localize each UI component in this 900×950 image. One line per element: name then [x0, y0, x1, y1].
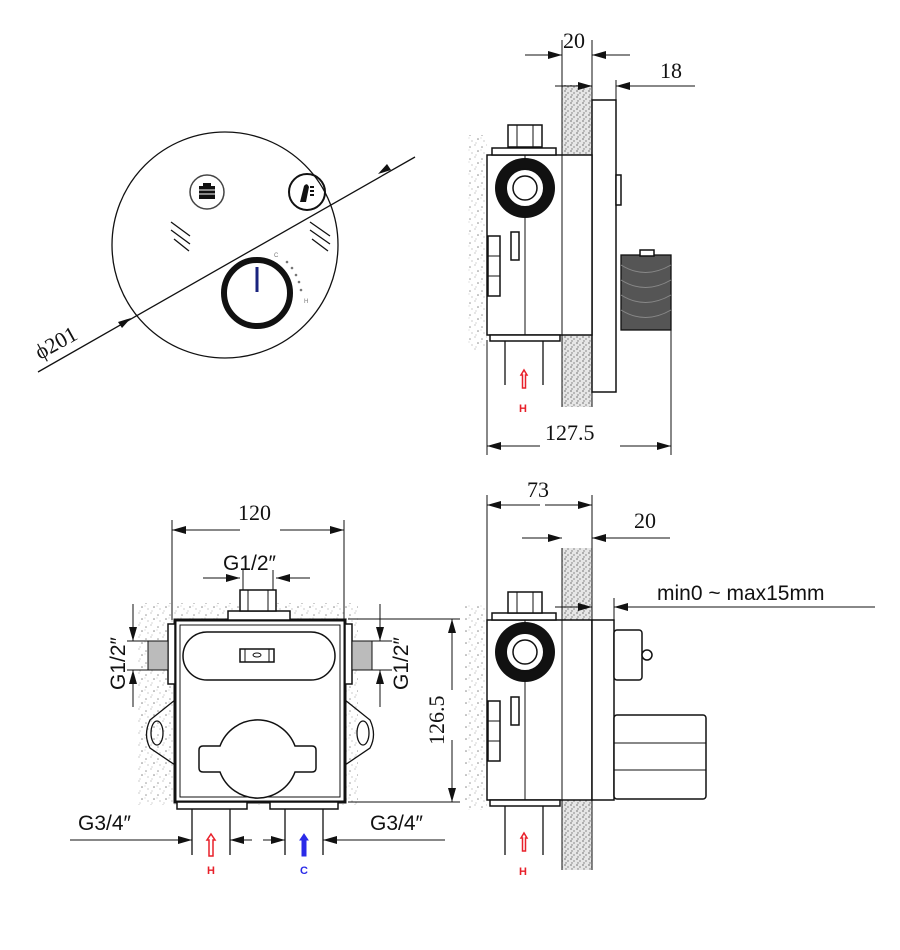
diameter-arrow: [118, 318, 131, 328]
front-body-view: G3/4″ G3/4″ H C 120 G1/2″ G1/2″ G1/2″: [70, 500, 460, 877]
hand-shower-icon: [288, 173, 326, 211]
cold-label: C: [300, 865, 308, 877]
overall-depth-dimension: 127.5: [545, 420, 595, 445]
wall-thickness-dimension: 20: [634, 508, 656, 533]
spirit-level-icon: [239, 648, 275, 663]
cover-plate-outline: [111, 131, 339, 359]
right-outlet: [351, 640, 373, 671]
scale-label-cold: C: [274, 253, 279, 259]
bath-tub-icon: [189, 174, 225, 210]
top-outlet-nut: [239, 589, 277, 612]
cover-plate: [591, 99, 617, 393]
hot-inlet-arrow: [205, 832, 217, 857]
diameter-dimension-line: [37, 156, 416, 373]
top-outlet-size: G1/2″: [223, 552, 277, 575]
adjustment-sleeve: [591, 619, 615, 801]
cold-inlet-arrow: [299, 833, 309, 857]
adjustment-range-label: min0 ~ max15mm: [657, 582, 824, 605]
side-view-bottom: H 73 20 min0 ~ max15mm: [465, 477, 875, 878]
right-inlet-size: G3/4″: [370, 812, 424, 835]
diameter-arrow: [378, 164, 391, 174]
hot-label: H: [519, 403, 527, 415]
scale-label-hot: H: [304, 299, 308, 305]
diameter-label: ϕ201: [30, 321, 81, 364]
body-depth-dimension: 73: [527, 477, 549, 502]
plaster-fill: [465, 605, 487, 810]
left-outlet: [147, 640, 169, 671]
front-panel-view: ϕ201 C: [30, 131, 416, 373]
right-outlet-size: G1/2″: [390, 636, 413, 690]
flow-slash-marks-left: [170, 221, 191, 252]
temperature-scale: C H: [274, 253, 308, 305]
temperature-knob: [221, 257, 293, 329]
mounting-bracket-right: [344, 699, 375, 766]
left-outlet-size: G1/2″: [107, 636, 130, 690]
hot-label: H: [519, 866, 527, 878]
width-dimension: 120: [238, 500, 271, 525]
hot-inlet-arrow: [519, 368, 529, 389]
mounting-bracket-left: [145, 699, 176, 766]
height-dimension: 126.5: [424, 696, 449, 746]
left-inlet-size: G3/4″: [78, 812, 132, 835]
panel-offset-dimension: 18: [660, 58, 682, 83]
wall-thickness-dimension: 20: [563, 28, 585, 53]
plaster-fill: [467, 135, 487, 350]
knob-side: [620, 254, 672, 331]
top-nut: [507, 124, 543, 148]
flow-slash-marks-right: [309, 221, 331, 252]
cartridge-opening: [198, 719, 317, 799]
side-view-top: H 20 18 127.5: [467, 28, 695, 455]
hot-label: H: [207, 865, 215, 877]
hot-inlet-arrow: [519, 831, 529, 852]
top-nut: [507, 591, 543, 614]
cartridge: [613, 714, 707, 800]
